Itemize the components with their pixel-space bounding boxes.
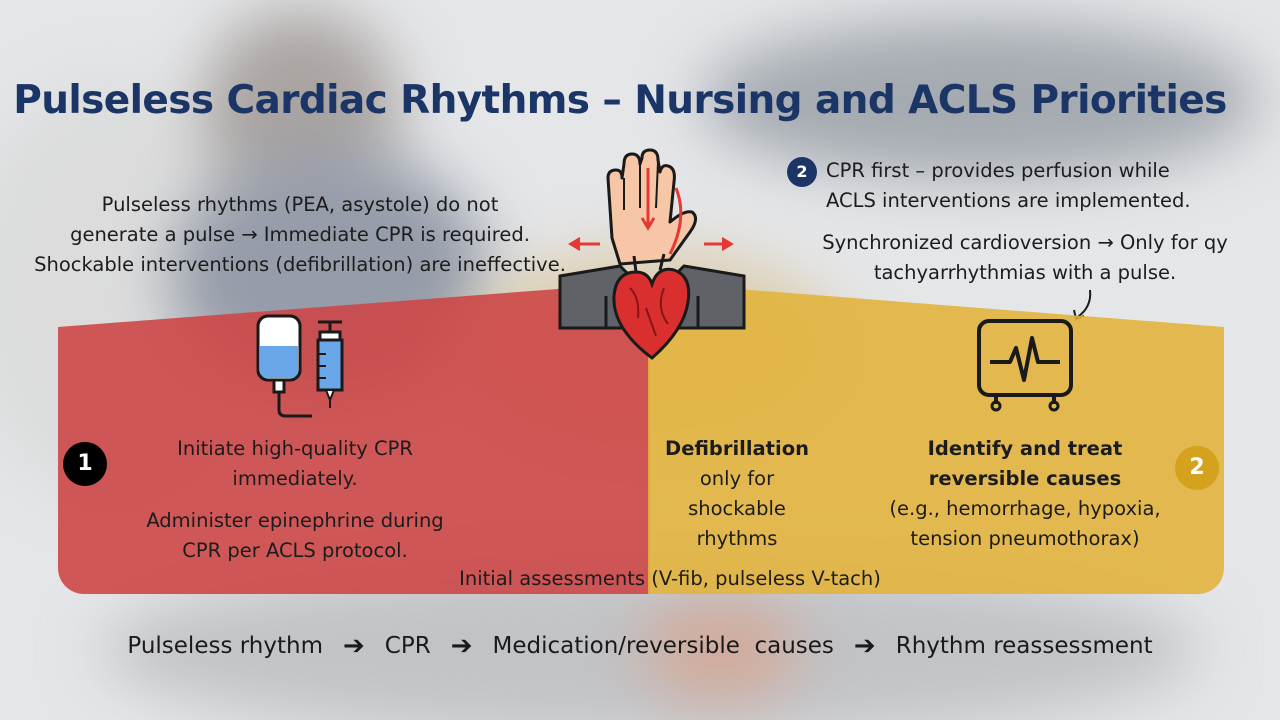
- monitor-ecg-icon: [977, 319, 1073, 412]
- defibrillation-heading: Defibrillation: [665, 437, 809, 460]
- intro-line-1: Pulseless rhythms (PEA, asystole) do not: [101, 193, 499, 216]
- cpr-note-line-1: CPR first – provides perfusion while: [826, 159, 1170, 182]
- flow-step-4: Rhythm reassessment: [895, 633, 1153, 659]
- cpr-line-2: immediately.: [232, 467, 358, 490]
- defib-line-1: only for: [699, 467, 775, 490]
- defibrillation-text: Defibrillation only for shockable rhythm…: [652, 434, 822, 554]
- defib-line-2: shockable: [688, 497, 786, 520]
- step-2-badge: 2: [1175, 446, 1219, 490]
- initial-assessments: Initial assessments (V-fib, pulseless V-…: [459, 567, 881, 590]
- cpr-note-line-2: ACLS interventions are implemented.: [826, 189, 1191, 212]
- cpr-line-1: Initiate high-quality CPR: [177, 437, 413, 460]
- intro-line-2: generate a pulse → Immediate CPR is requ…: [70, 223, 530, 246]
- arrow-right-icon: ➔: [450, 631, 473, 661]
- cardioversion-line-2: tachyarrhythmias with a pulse.: [873, 261, 1177, 284]
- flow-step-1: Pulseless rhythm: [127, 633, 323, 659]
- right-panel: [648, 282, 1224, 594]
- intro-line-3: Shockable interventions (defibrillation)…: [34, 253, 566, 276]
- flow-step-2: CPR: [384, 633, 431, 659]
- reversible-heading-2: reversible causes: [928, 467, 1122, 490]
- syringe-icon: [316, 320, 344, 408]
- arrow-right-icon: ➔: [342, 631, 365, 661]
- defib-line-3: rhythms: [696, 527, 778, 550]
- hand-heart-icon: [558, 148, 746, 360]
- reversible-line-1: (e.g., hemorrhage, hypoxia,: [889, 497, 1161, 520]
- reversible-line-2: tension pneumothorax): [910, 527, 1140, 550]
- flow-step-3: Medication/reversible causes: [492, 633, 834, 659]
- reversible-heading-1: Identify and treat: [927, 437, 1123, 460]
- epinephrine-line-1: Administer epinephrine during: [146, 509, 444, 532]
- cardioversion-line-1: Synchronized cardioversion → Only for qy: [822, 231, 1228, 254]
- epinephrine-line-2: CPR per ACLS protocol.: [182, 539, 408, 562]
- process-flow: Pulseless rhythm ➔ CPR ➔ Medication/reve…: [0, 628, 1280, 664]
- cardioversion-note: Synchronized cardioversion → Only for qy…: [800, 228, 1250, 288]
- intro-text: Pulseless rhythms (PEA, asystole) do not…: [12, 190, 588, 280]
- step-1-badge: 1: [63, 442, 107, 486]
- left-panel: [58, 282, 650, 594]
- iv-bag-icon: [256, 314, 312, 418]
- cpr-note: CPR first – provides perfusion while ACL…: [826, 156, 1246, 216]
- reversible-causes-text: Identify and treat reversible causes (e.…: [870, 434, 1180, 554]
- cpr-note-badge: 2: [787, 157, 817, 187]
- arrow-right-icon: ➔: [853, 631, 876, 661]
- page-title: Pulseless Cardiac Rhythms – Nursing and …: [13, 78, 1227, 123]
- left-panel-text: Initiate high-quality CPR immediately. A…: [120, 434, 470, 566]
